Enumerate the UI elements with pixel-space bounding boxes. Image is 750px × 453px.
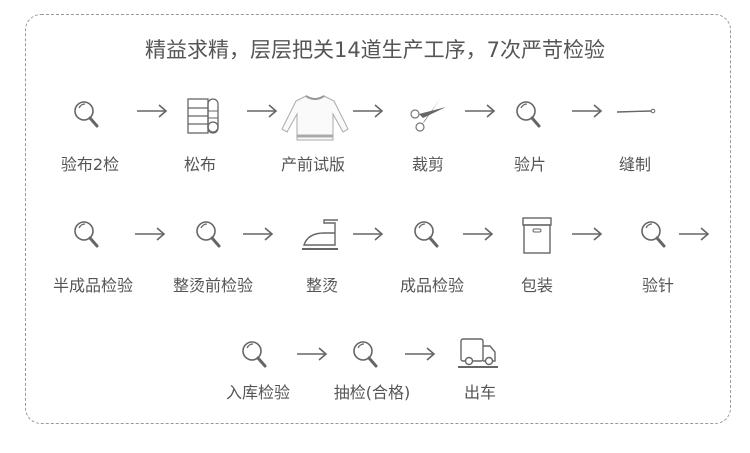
step-label: 半成品检验 [52,276,134,295]
arrow-icon [246,104,278,118]
magnifier-icon [190,216,230,256]
arrow-icon [352,227,384,241]
box-icon [517,216,557,256]
step-label: 验布2检 [60,155,120,174]
fabric-rolls-icon [182,96,222,136]
step-label: 松布 [183,155,217,174]
arrow-icon [462,227,494,241]
page-title: 精益求精，层层把关14道生产工序，7次严苛检验 [144,38,606,62]
step-label: 包装 [520,276,554,295]
step-label: 整烫前检验 [172,276,254,295]
step-label: 裁剪 [411,155,445,174]
magnifier-icon [236,336,276,376]
magnifier-icon [68,216,108,256]
magnifier-icon [68,96,108,136]
dashed-frame [25,14,731,424]
magnifier-icon [510,96,550,136]
needle-icon [617,92,657,132]
sweater-icon [280,93,350,143]
magnifier-icon [347,336,387,376]
arrow-icon [571,104,603,118]
arrow-icon [571,227,603,241]
step-label: 抽检(合格) [333,383,411,402]
arrow-icon [296,347,328,361]
truck-icon [458,334,498,374]
arrow-icon [352,104,384,118]
scissors-icon [408,96,448,136]
step-label: 入库检验 [225,383,291,402]
arrow-icon [464,104,496,118]
magnifier-icon [635,216,675,256]
step-label: 出车 [463,383,497,402]
magnifier-icon [408,216,448,256]
arrow-icon [134,227,166,241]
arrow-icon [678,227,710,241]
step-label: 整烫 [305,276,339,295]
step-label: 成品检验 [399,276,465,295]
step-label: 产前试版 [280,155,346,174]
iron-icon [300,216,340,256]
arrow-icon [136,104,168,118]
arrow-icon [242,227,274,241]
step-label: 验针 [641,276,675,295]
step-label: 验片 [513,155,547,174]
step-label: 缝制 [618,155,652,174]
arrow-icon [404,347,436,361]
